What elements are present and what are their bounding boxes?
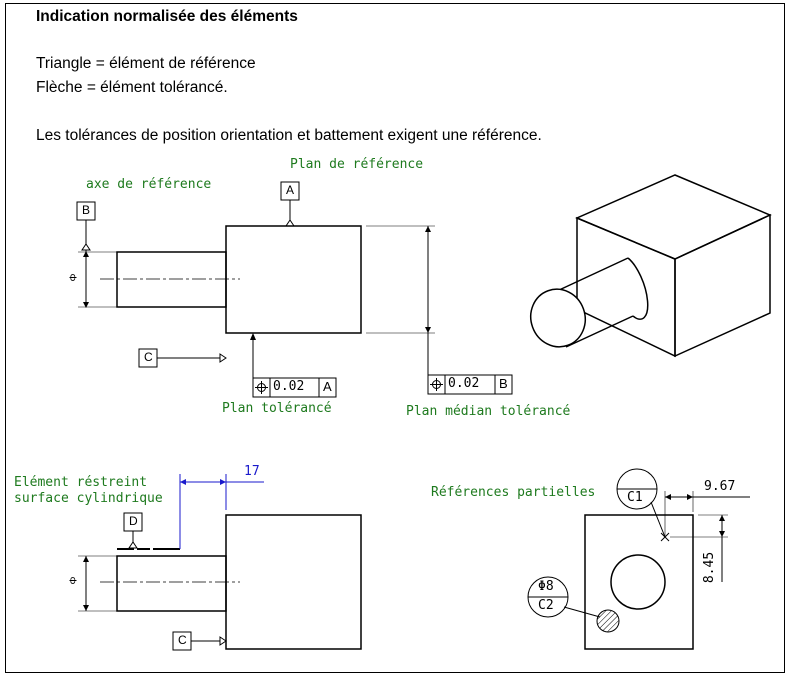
shaft-1 xyxy=(116,251,227,308)
datum-b-triangle xyxy=(81,243,91,251)
target-area-c2 xyxy=(596,609,620,633)
hole xyxy=(610,554,666,610)
cyl-end-arc xyxy=(627,257,649,320)
line-triangle: Triangle = élément de référence xyxy=(36,55,256,72)
datum-c2-letter: C xyxy=(178,633,187,647)
line-arrow: Flèche = élément tolérancé. xyxy=(36,79,228,96)
block-3 xyxy=(584,514,694,650)
cyl-front-face xyxy=(530,288,586,348)
isometric-part xyxy=(530,174,772,358)
frame-2-ref: B xyxy=(499,376,508,391)
datum-c-triangle xyxy=(219,353,227,363)
datum-a-triangle xyxy=(285,219,295,227)
iso-right-face xyxy=(674,213,771,358)
dim-845-value: 8.45 xyxy=(702,551,718,584)
cyl-top-line xyxy=(556,257,629,292)
datum-b-letter: B xyxy=(82,203,91,217)
datum-c-letter: C xyxy=(144,350,153,364)
diameter-symbol-1: Φ xyxy=(68,273,80,282)
label-plan-median: Plan médian tolérancé xyxy=(406,404,571,419)
frame-2-value: 0.02 xyxy=(448,376,480,391)
dim-17 xyxy=(179,474,264,549)
label-plan-tolerance: Plan tolérancé xyxy=(222,401,332,416)
c1-leader xyxy=(650,501,666,538)
cyl-bottom-line xyxy=(565,315,634,348)
frame-1-ref: A xyxy=(323,379,332,394)
shaft-2 xyxy=(116,555,227,612)
target-c2-label: C2 xyxy=(538,598,554,613)
line-tolerances: Les tolérances de position orientation e… xyxy=(36,127,542,144)
label-surface-cylindrique: surface cylindrique xyxy=(14,491,163,506)
label-references-partielles: Références partielles xyxy=(431,485,596,500)
frame-1-value: 0.02 xyxy=(273,379,305,394)
dim-967-value: 9.67 xyxy=(704,479,736,494)
iso-top-face xyxy=(575,174,772,260)
figure-frame xyxy=(5,3,785,673)
diagram-1 xyxy=(76,181,513,398)
label-plan-reference: Plan de référence xyxy=(290,157,424,172)
diagram-3 xyxy=(527,468,750,650)
tolerance-frame-1 xyxy=(252,377,337,398)
datum-a-letter: A xyxy=(286,183,295,197)
block-1 xyxy=(225,225,362,334)
target-c2-size: Φ8 xyxy=(538,579,554,594)
page-title: Indication normalisée des éléments xyxy=(36,8,298,25)
tolerance-frame-2 xyxy=(427,374,513,395)
c2-leader xyxy=(563,606,601,618)
datum-d-letter: D xyxy=(129,514,138,528)
block-2 xyxy=(225,514,362,650)
datum-d-triangle xyxy=(128,541,138,549)
label-axe-reference: axe de référence xyxy=(86,177,212,192)
target-c1-label: C1 xyxy=(627,490,643,505)
dim-17-value: 17 xyxy=(244,464,260,479)
label-element-restreint: Elément réstreint xyxy=(14,475,148,490)
diameter-symbol-2: Φ xyxy=(68,576,80,585)
diagram-2 xyxy=(78,512,362,651)
